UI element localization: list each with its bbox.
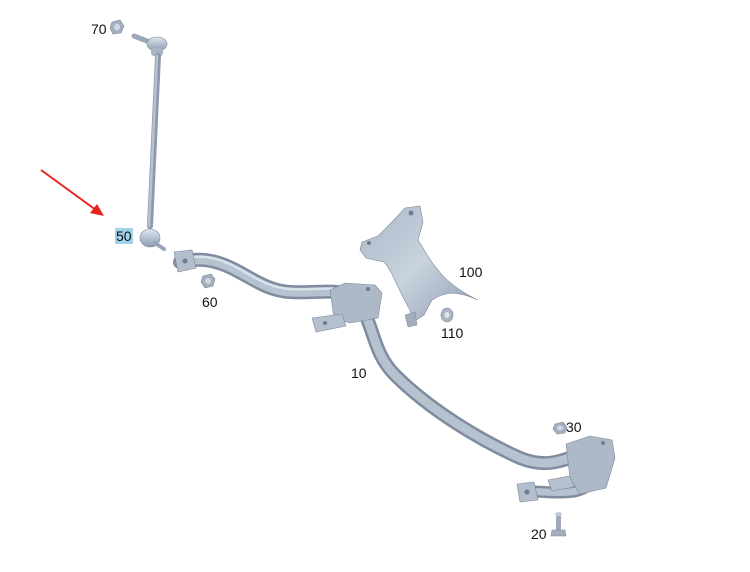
part-30-nut[interactable] xyxy=(552,421,568,435)
callout-20[interactable]: 20 xyxy=(531,526,547,542)
callout-10[interactable]: 10 xyxy=(351,365,367,381)
callout-70[interactable]: 70 xyxy=(91,21,107,37)
part-20-bolt[interactable] xyxy=(550,512,567,537)
part-100-heat-shield[interactable] xyxy=(359,205,479,328)
part-50-stabilizer-link[interactable] xyxy=(131,33,168,251)
callout-100[interactable]: 100 xyxy=(459,264,483,280)
part-110-nut[interactable] xyxy=(440,307,454,323)
pointer-arrow-icon xyxy=(40,169,104,216)
bushing-bracket-center[interactable] xyxy=(311,282,383,333)
part-70-nut[interactable] xyxy=(109,19,125,35)
callout-30[interactable]: 30 xyxy=(566,419,582,435)
callout-110[interactable]: 110 xyxy=(441,325,464,341)
callout-60[interactable]: 60 xyxy=(202,294,218,310)
bushing-bracket-right[interactable] xyxy=(547,435,616,495)
part-10-stabilizer-bar[interactable] xyxy=(173,249,600,503)
callout-50-selected[interactable]: 50 xyxy=(115,228,133,244)
part-60-nut[interactable] xyxy=(200,273,216,289)
